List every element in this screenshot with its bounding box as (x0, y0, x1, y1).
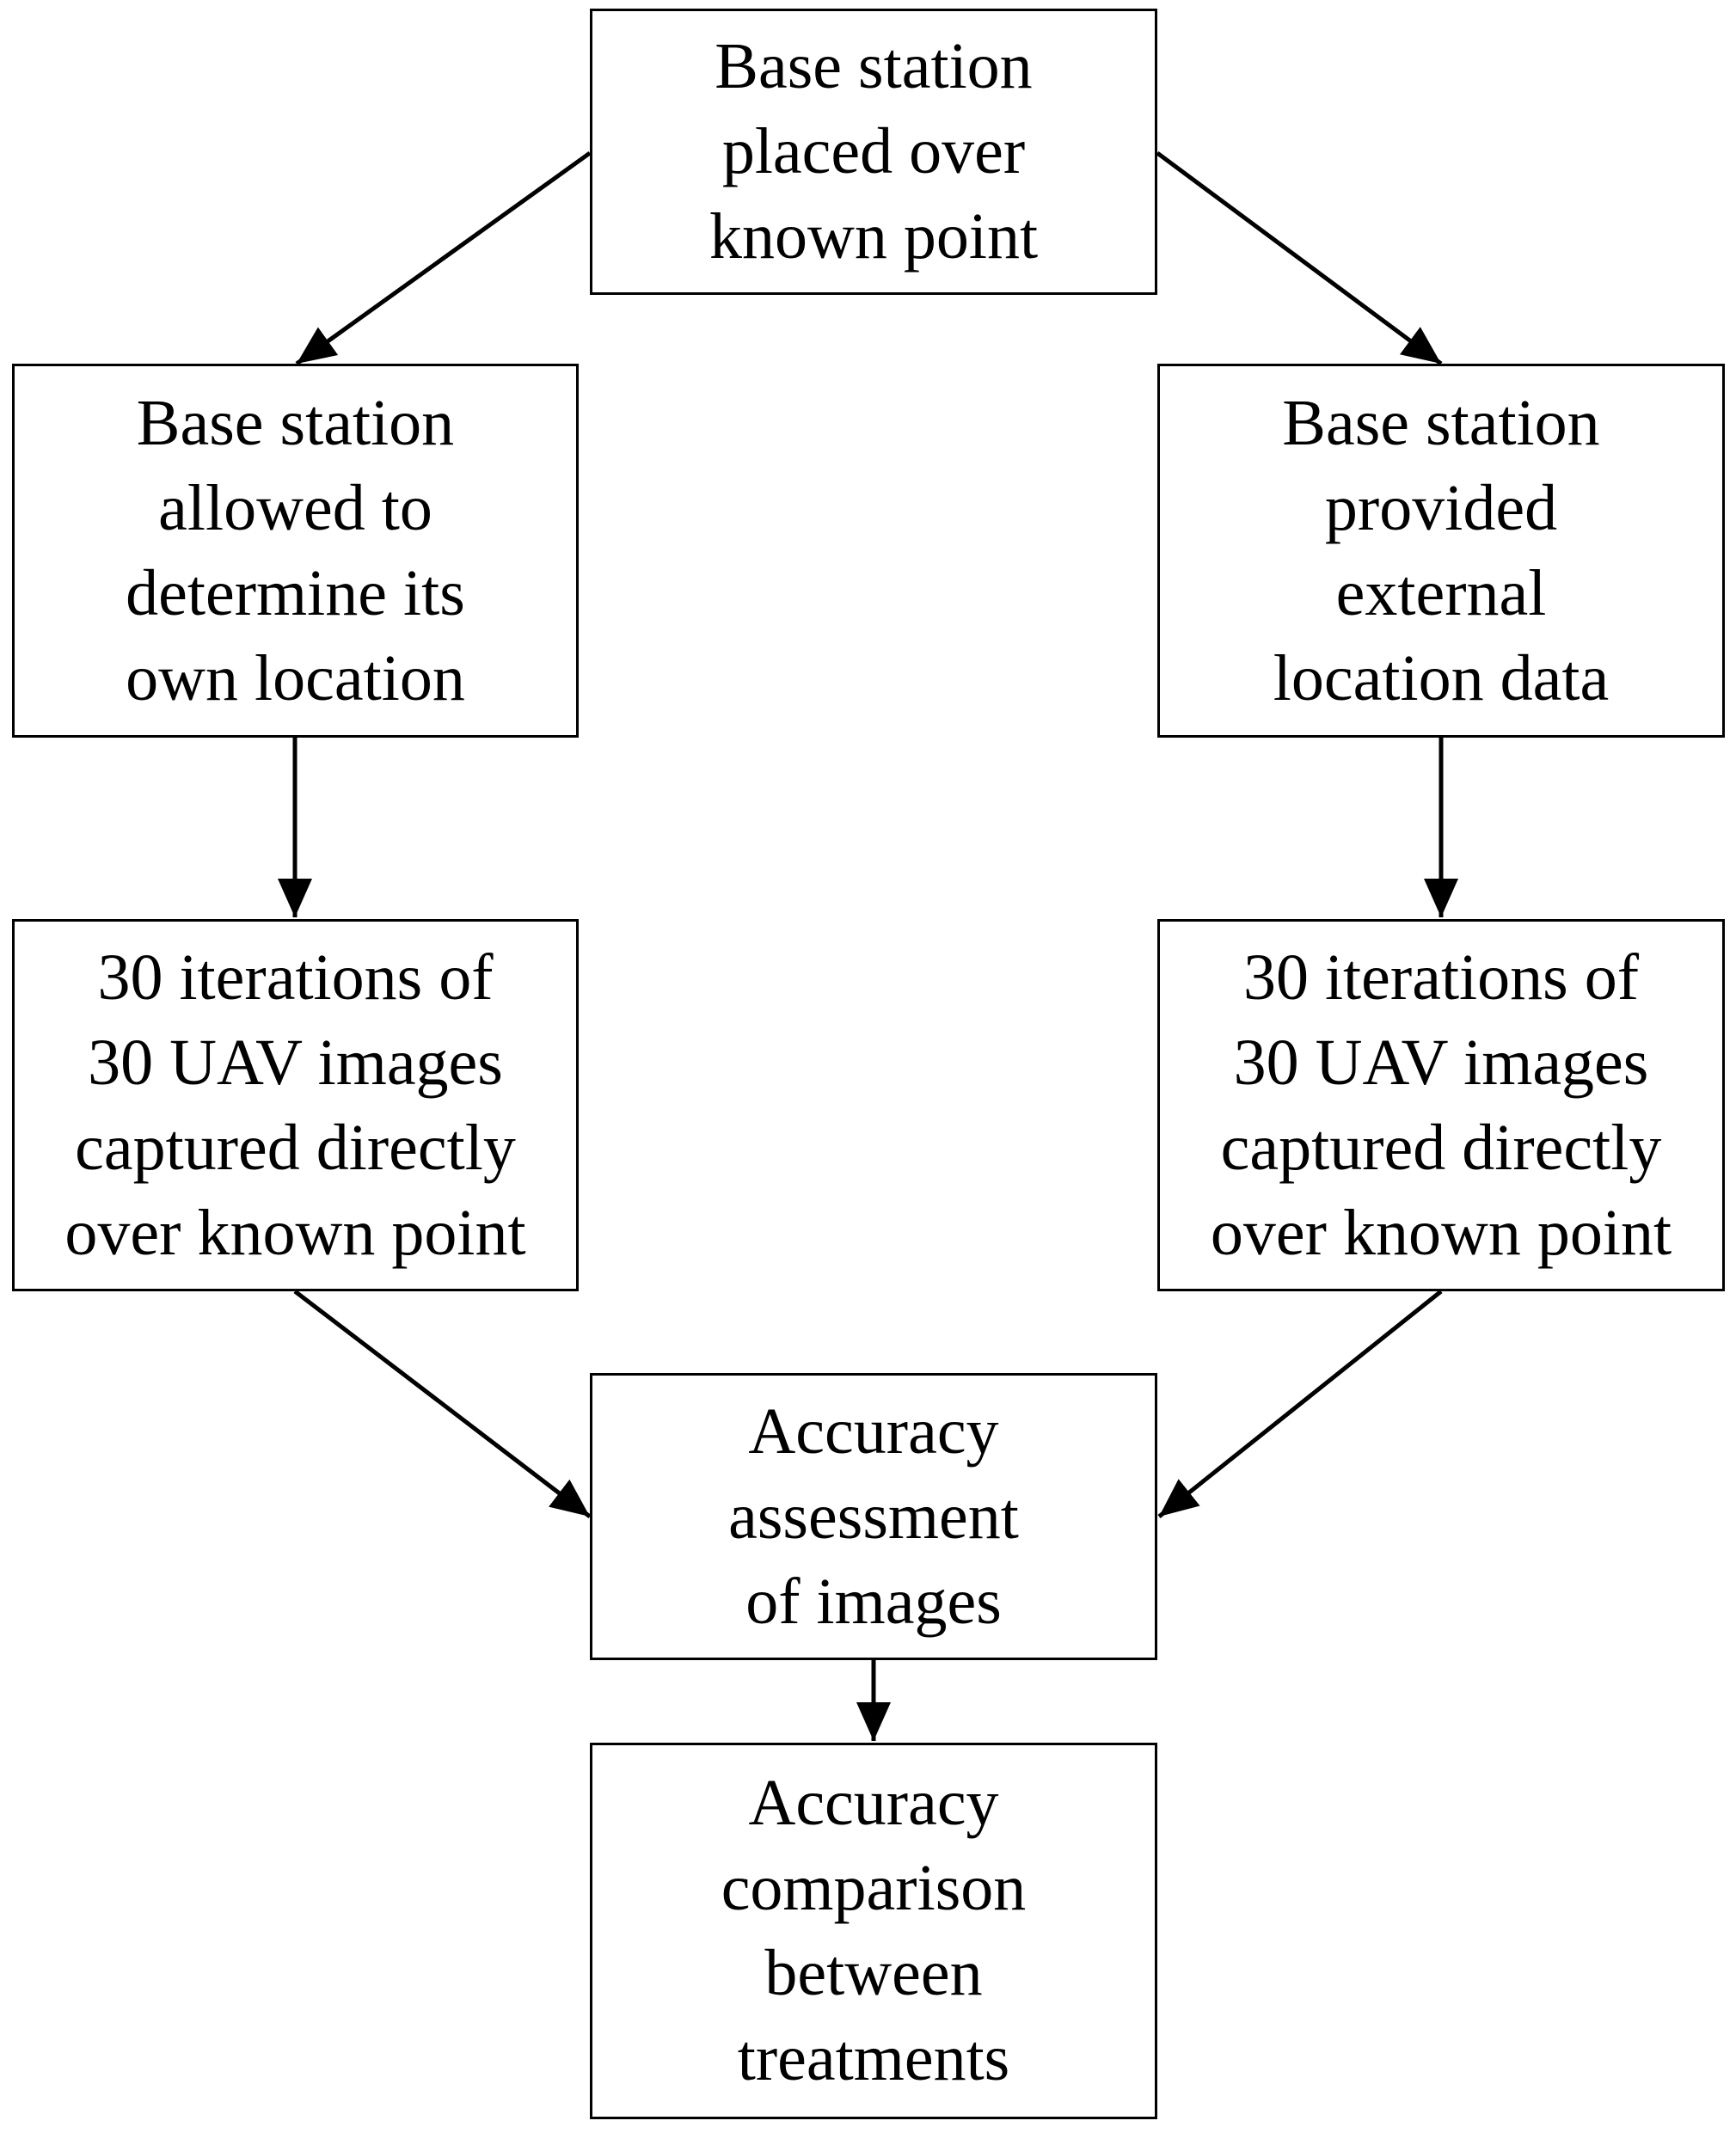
node-comparison-label: Accuracy comparison between treatments (721, 1767, 1027, 2094)
node-assessment-label: Accuracy assessment of images (728, 1394, 1019, 1638)
node-start-label: Base station placed over known point (709, 30, 1039, 273)
node-right-capture-label: 30 iterations of 30 UAV images captured … (1210, 941, 1672, 1269)
node-left-capture-label: 30 iterations of 30 UAV images captured … (64, 941, 526, 1269)
arrow-right-capture-to-assessment (1157, 1290, 1443, 1518)
node-left-capture: 30 iterations of 30 UAV images captured … (12, 919, 579, 1291)
node-right-setup-label: Base station provided external location … (1273, 386, 1610, 714)
node-left-setup: Base station allowed to determine its ow… (12, 364, 579, 738)
arrow-start-to-right (1156, 150, 1443, 366)
node-assessment: Accuracy assessment of images (590, 1373, 1157, 1660)
arrow-start-to-left (295, 150, 592, 366)
arrow-left-capture-to-assessment (293, 1290, 592, 1518)
node-right-setup: Base station provided external location … (1157, 364, 1725, 738)
node-start: Base station placed over known point (590, 9, 1157, 295)
node-comparison: Accuracy comparison between treatments (590, 1743, 1157, 2119)
node-left-setup-label: Base station allowed to determine its ow… (126, 386, 465, 714)
node-right-capture: 30 iterations of 30 UAV images captured … (1157, 919, 1725, 1291)
